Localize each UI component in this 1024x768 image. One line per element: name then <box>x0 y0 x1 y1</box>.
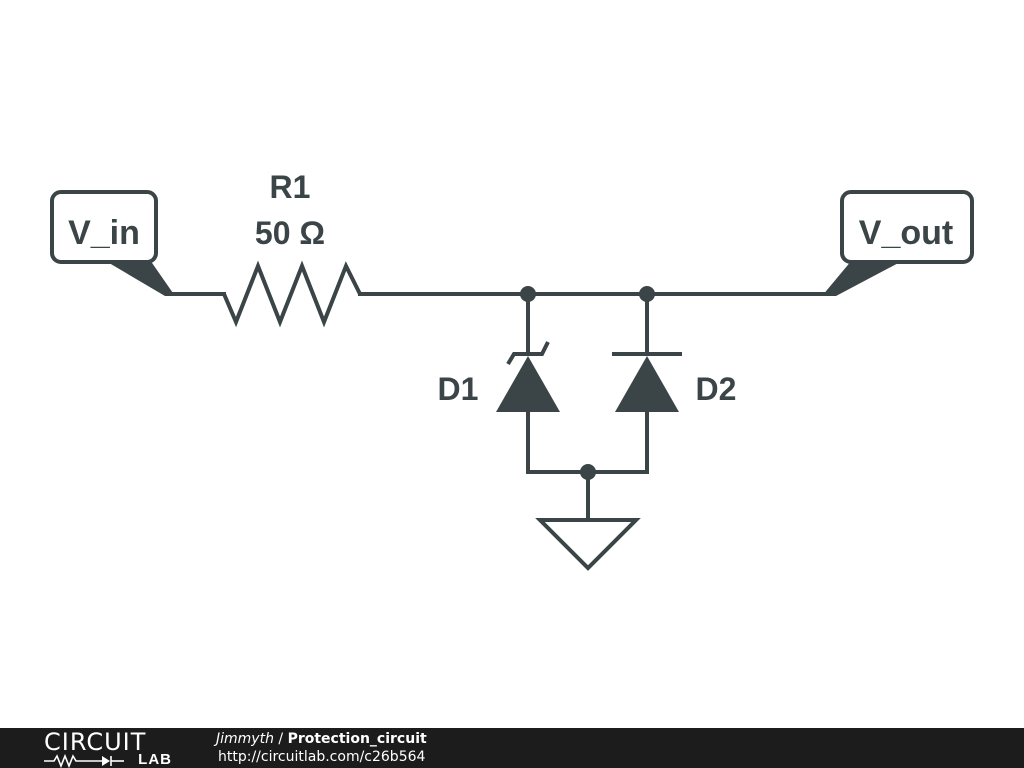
credits: Jimmyth / Protection_circuit http://circ… <box>216 730 427 766</box>
schematic-diagram: V_in V_out R1 50 Ω D1 <box>50 169 974 571</box>
diode-d1: D1 <box>438 294 560 474</box>
port-v-out-label: V_out <box>859 214 953 252</box>
footer-bar: CIRCUIT LAB Jimmyth / Protection_circuit… <box>0 728 1024 768</box>
ground-icon <box>535 518 641 571</box>
port-v-in-label: V_in <box>68 214 140 252</box>
port-v-out: V_out <box>822 190 974 296</box>
zener-diode-icon <box>496 356 560 412</box>
circuit-title-link[interactable]: Protection_circuit <box>287 731 427 747</box>
junction-node-d2-top <box>639 286 655 302</box>
logo-brand-bottom: LAB <box>138 751 172 768</box>
author-link[interactable]: Jimmyth <box>216 731 274 747</box>
resistor-value: 50 Ω <box>255 215 325 251</box>
port-v-in-pointer <box>104 260 175 296</box>
logo-brand-top: CIRCUIT <box>44 728 147 756</box>
junction-node-ground <box>580 464 596 480</box>
credit-separator: / <box>273 731 288 747</box>
zener-cathode-bar-icon <box>506 341 550 366</box>
logo-resistor-diode-icon <box>44 754 124 768</box>
port-v-out-box <box>840 190 974 264</box>
resistor-designator: R1 <box>270 169 311 205</box>
port-v-in-box <box>50 190 158 264</box>
diode-d2-designator: D2 <box>696 371 737 407</box>
port-v-out-pointer <box>822 260 904 296</box>
diode-d2: D2 <box>612 294 736 474</box>
circuit-url-link[interactable]: http://circuitlab.com/c26b564 <box>218 749 426 765</box>
diode-icon <box>615 356 679 412</box>
port-v-in: V_in <box>50 190 175 296</box>
resistor-zigzag-icon <box>222 260 362 328</box>
junction-node-d1-top <box>520 286 536 302</box>
resistor-r1: R1 50 Ω <box>222 169 362 328</box>
circuitlab-logo[interactable]: CIRCUIT LAB <box>44 728 176 768</box>
diode-d1-designator: D1 <box>438 371 479 407</box>
